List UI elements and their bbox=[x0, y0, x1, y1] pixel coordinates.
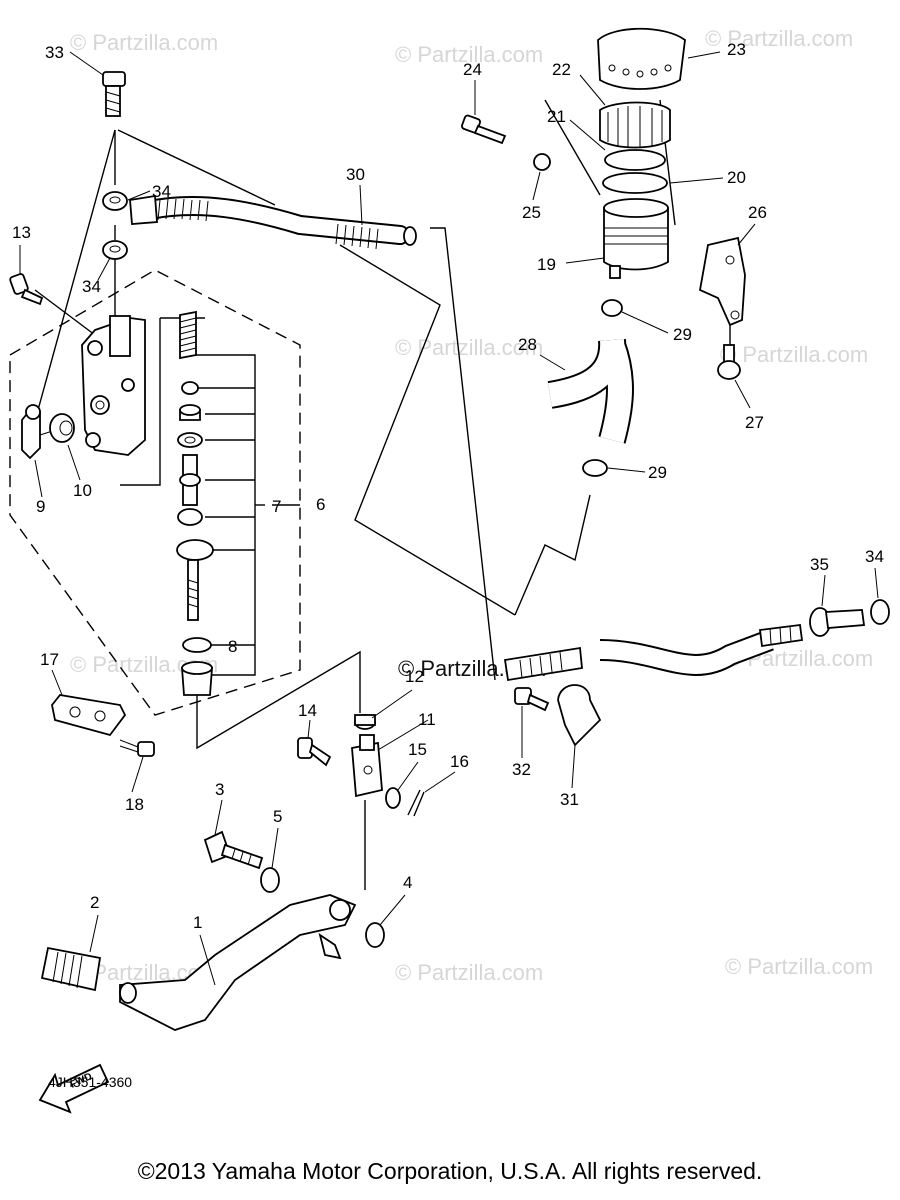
callout-26: 26 bbox=[748, 203, 767, 222]
callout-15: 15 bbox=[408, 740, 427, 759]
bolt-35 bbox=[809, 607, 866, 637]
cap-22 bbox=[599, 101, 671, 149]
callout-7: 7 bbox=[272, 497, 281, 516]
watermark: © Partzilla.com bbox=[725, 954, 873, 979]
brake-pedal-1 bbox=[119, 894, 357, 1031]
copyright-notice: ©2013 Yamaha Motor Corporation, U.S.A. A… bbox=[137, 1158, 763, 1184]
callout-22: 22 bbox=[552, 60, 571, 79]
watermark: © Partzilla.com bbox=[70, 30, 218, 55]
callout-14: 14 bbox=[298, 701, 317, 720]
reservoir-19 bbox=[603, 198, 669, 279]
washer-15 bbox=[385, 787, 401, 809]
callout-4: 4 bbox=[403, 873, 412, 892]
watermark: © Partzilla.com bbox=[720, 342, 868, 367]
bolt-27 bbox=[717, 344, 741, 380]
callout-leaders bbox=[19, 51, 879, 986]
callout-1: 1 bbox=[193, 913, 202, 932]
clamp-29-lower bbox=[582, 459, 608, 477]
master-cylinder-body bbox=[81, 315, 146, 456]
callout-27: 27 bbox=[745, 413, 764, 432]
callout-25: 25 bbox=[522, 203, 541, 222]
fwd-arrow-icon: FWD bbox=[38, 1063, 110, 1114]
washer-5 bbox=[260, 867, 280, 893]
callout-31: 31 bbox=[560, 790, 579, 809]
callout-16: 16 bbox=[450, 752, 469, 771]
callout-19: 19 bbox=[537, 255, 556, 274]
callout-24: 24 bbox=[463, 60, 482, 79]
bracket-26 bbox=[698, 236, 746, 327]
callout-3: 3 bbox=[215, 780, 224, 799]
diaphragm-20 bbox=[602, 172, 668, 194]
washer-4 bbox=[365, 922, 385, 948]
callout-6: 6 bbox=[316, 495, 325, 514]
callout-30: 30 bbox=[346, 165, 365, 184]
callout-13: 13 bbox=[12, 223, 31, 242]
clamp-29-upper bbox=[601, 299, 623, 317]
bolt-18 bbox=[119, 739, 155, 757]
callout-34-lower: 34 bbox=[82, 277, 101, 296]
watermark: © Partzilla.com bbox=[395, 960, 543, 985]
callout-21: 21 bbox=[547, 107, 566, 126]
cap-10 bbox=[49, 413, 75, 443]
hose-30 bbox=[129, 194, 417, 250]
callout-29-lower: 29 bbox=[648, 463, 667, 482]
watermark: © Partzilla.com bbox=[395, 42, 543, 67]
callout-35: 35 bbox=[810, 555, 829, 574]
callout-9: 9 bbox=[36, 497, 45, 516]
callout-5: 5 bbox=[273, 807, 282, 826]
bolt-13 bbox=[9, 273, 44, 306]
brake-hose-right bbox=[503, 623, 804, 682]
piston-kit bbox=[176, 310, 214, 696]
pin-14 bbox=[297, 737, 332, 767]
watermark: © Partzilla.com bbox=[705, 26, 853, 51]
callout-11: 11 bbox=[418, 710, 436, 729]
callout-10: 10 bbox=[73, 481, 92, 500]
callout-12: 12 bbox=[405, 667, 424, 686]
reservoir-cap-23 bbox=[597, 27, 686, 90]
washer-34-lower bbox=[102, 240, 128, 260]
callout-28: 28 bbox=[518, 335, 537, 354]
bracket-17 bbox=[51, 694, 127, 737]
callout-20: 20 bbox=[727, 168, 746, 187]
bolt-3 bbox=[203, 830, 264, 870]
washer-34-upper bbox=[102, 191, 128, 211]
assembly-dashed-outline bbox=[9, 269, 301, 716]
callout-8: 8 bbox=[228, 637, 237, 656]
diagram-code: 4JH351-4360 bbox=[48, 1074, 132, 1090]
nut-12 bbox=[354, 714, 376, 730]
hose-28 bbox=[547, 338, 634, 444]
plate-21 bbox=[604, 149, 666, 171]
washer-34-right bbox=[870, 599, 890, 625]
clevis-11 bbox=[351, 734, 383, 798]
callout-33: 33 bbox=[45, 43, 64, 62]
callout-18: 18 bbox=[125, 795, 144, 814]
leader-lines bbox=[34, 99, 731, 890]
bolt-24 bbox=[461, 114, 507, 145]
callout-2: 2 bbox=[90, 893, 99, 912]
callout-29-upper: 29 bbox=[673, 325, 692, 344]
footrest-2 bbox=[40, 946, 102, 992]
bolt-32 bbox=[514, 687, 550, 712]
bolt-33 bbox=[102, 71, 126, 117]
cotter-pin-16 bbox=[407, 789, 425, 817]
callout-34-right: 34 bbox=[865, 547, 884, 566]
callout-32: 32 bbox=[512, 760, 531, 779]
hose-guide-31 bbox=[557, 684, 602, 747]
callout-23: 23 bbox=[727, 40, 746, 59]
circlip-25 bbox=[533, 153, 551, 171]
callouts: 1 2 3 4 5 6 7 8 9 10 11 12 13 14 15 16 1… bbox=[12, 40, 884, 932]
callout-34-upper: 34 bbox=[152, 182, 171, 201]
callout-17: 17 bbox=[40, 650, 59, 669]
